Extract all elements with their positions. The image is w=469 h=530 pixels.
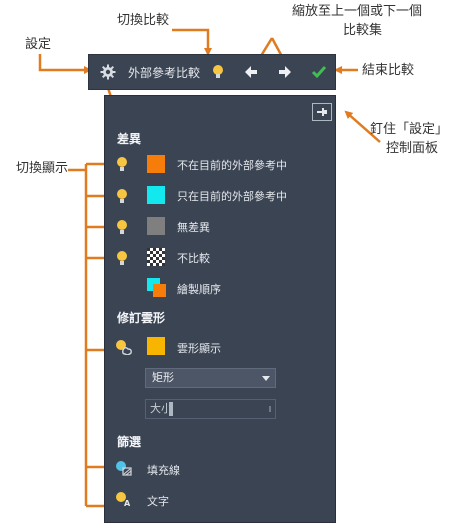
size-slider[interactable]: 大小 <box>145 399 276 419</box>
end-compare-button[interactable] <box>307 55 331 89</box>
slider-end-marker <box>269 406 271 412</box>
lightbulb-text-icon[interactable]: A <box>115 491 133 507</box>
checkmark-icon <box>311 66 327 79</box>
settings-panel: 差異 不在目前的外部參考中 只在目前的外部參考中 無差異 不比較 繪製順序 修訂… <box>104 95 336 523</box>
shape-dropdown[interactable]: 矩形 <box>145 368 276 388</box>
not-compared-label: 不比較 <box>177 252 210 265</box>
toggle-compare-button[interactable] <box>207 55 229 89</box>
hatch-label: 填充線 <box>147 464 180 477</box>
toolbar-label: 外部參考比較 <box>127 65 200 80</box>
callout-zoom-compare-set-line2: 比較集 <box>343 23 383 38</box>
lightbulb-icon[interactable] <box>115 188 129 204</box>
callout-toggle-compare: 切換比較 <box>117 13 170 28</box>
size-label: 大小 <box>150 402 172 415</box>
arrow-left-icon <box>245 66 257 78</box>
callout-settings: 設定 <box>25 37 52 52</box>
previous-compare-set-button[interactable] <box>239 55 263 89</box>
pin-icon <box>317 108 327 116</box>
revcloud-display-label: 雲形顯示 <box>177 342 221 355</box>
lightbulb-icon <box>213 65 223 78</box>
no-difference-label: 無差異 <box>177 221 210 234</box>
callout-pin-line2: 控制面板 <box>386 141 439 156</box>
not-in-current-label: 不在目前的外部參考中 <box>177 159 287 172</box>
lightbulb-hatch-icon[interactable] <box>115 460 133 476</box>
callout-end-compare: 結束比較 <box>362 63 415 78</box>
next-compare-set-button[interactable] <box>273 55 297 89</box>
lightbulb-icon[interactable] <box>115 156 129 172</box>
arrow-right-icon <box>279 66 291 78</box>
draw-order-icon[interactable] <box>147 278 167 298</box>
lightbulb-icon[interactable] <box>115 250 129 266</box>
callout-zoom-compare-set-line1: 縮放至上一個或下一個 <box>292 4 423 19</box>
only-in-current-label: 只在目前的外部參考中 <box>177 190 287 203</box>
svg-text:A: A <box>124 499 131 507</box>
only-in-current-swatch[interactable] <box>147 186 165 204</box>
draw-order-label: 繪製順序 <box>177 283 221 296</box>
pin-button[interactable] <box>312 103 332 121</box>
shape-dropdown-value: 矩形 <box>152 371 174 384</box>
revcloud-header: 修訂雲形 <box>117 311 166 325</box>
no-difference-swatch[interactable] <box>147 217 165 235</box>
gear-icon <box>100 64 116 80</box>
not-in-current-swatch[interactable] <box>147 155 165 173</box>
revcloud-color-swatch[interactable] <box>147 337 165 355</box>
settings-button[interactable] <box>97 55 119 89</box>
filter-header: 篩選 <box>117 435 142 449</box>
xref-compare-toolbar: 外部參考比較 <box>88 54 336 90</box>
callout-pin-line1: 釘住「設定」 <box>370 122 449 137</box>
text-label: 文字 <box>147 495 169 508</box>
lightbulb-icon[interactable] <box>115 219 129 235</box>
chevron-down-icon <box>262 376 270 381</box>
lightbulb-cloud-icon[interactable] <box>115 339 133 355</box>
callout-toggle-display: 切換顯示 <box>16 161 69 176</box>
checker-icon[interactable] <box>147 248 165 266</box>
differences-header: 差異 <box>117 132 142 146</box>
slider-handle[interactable] <box>169 402 173 416</box>
